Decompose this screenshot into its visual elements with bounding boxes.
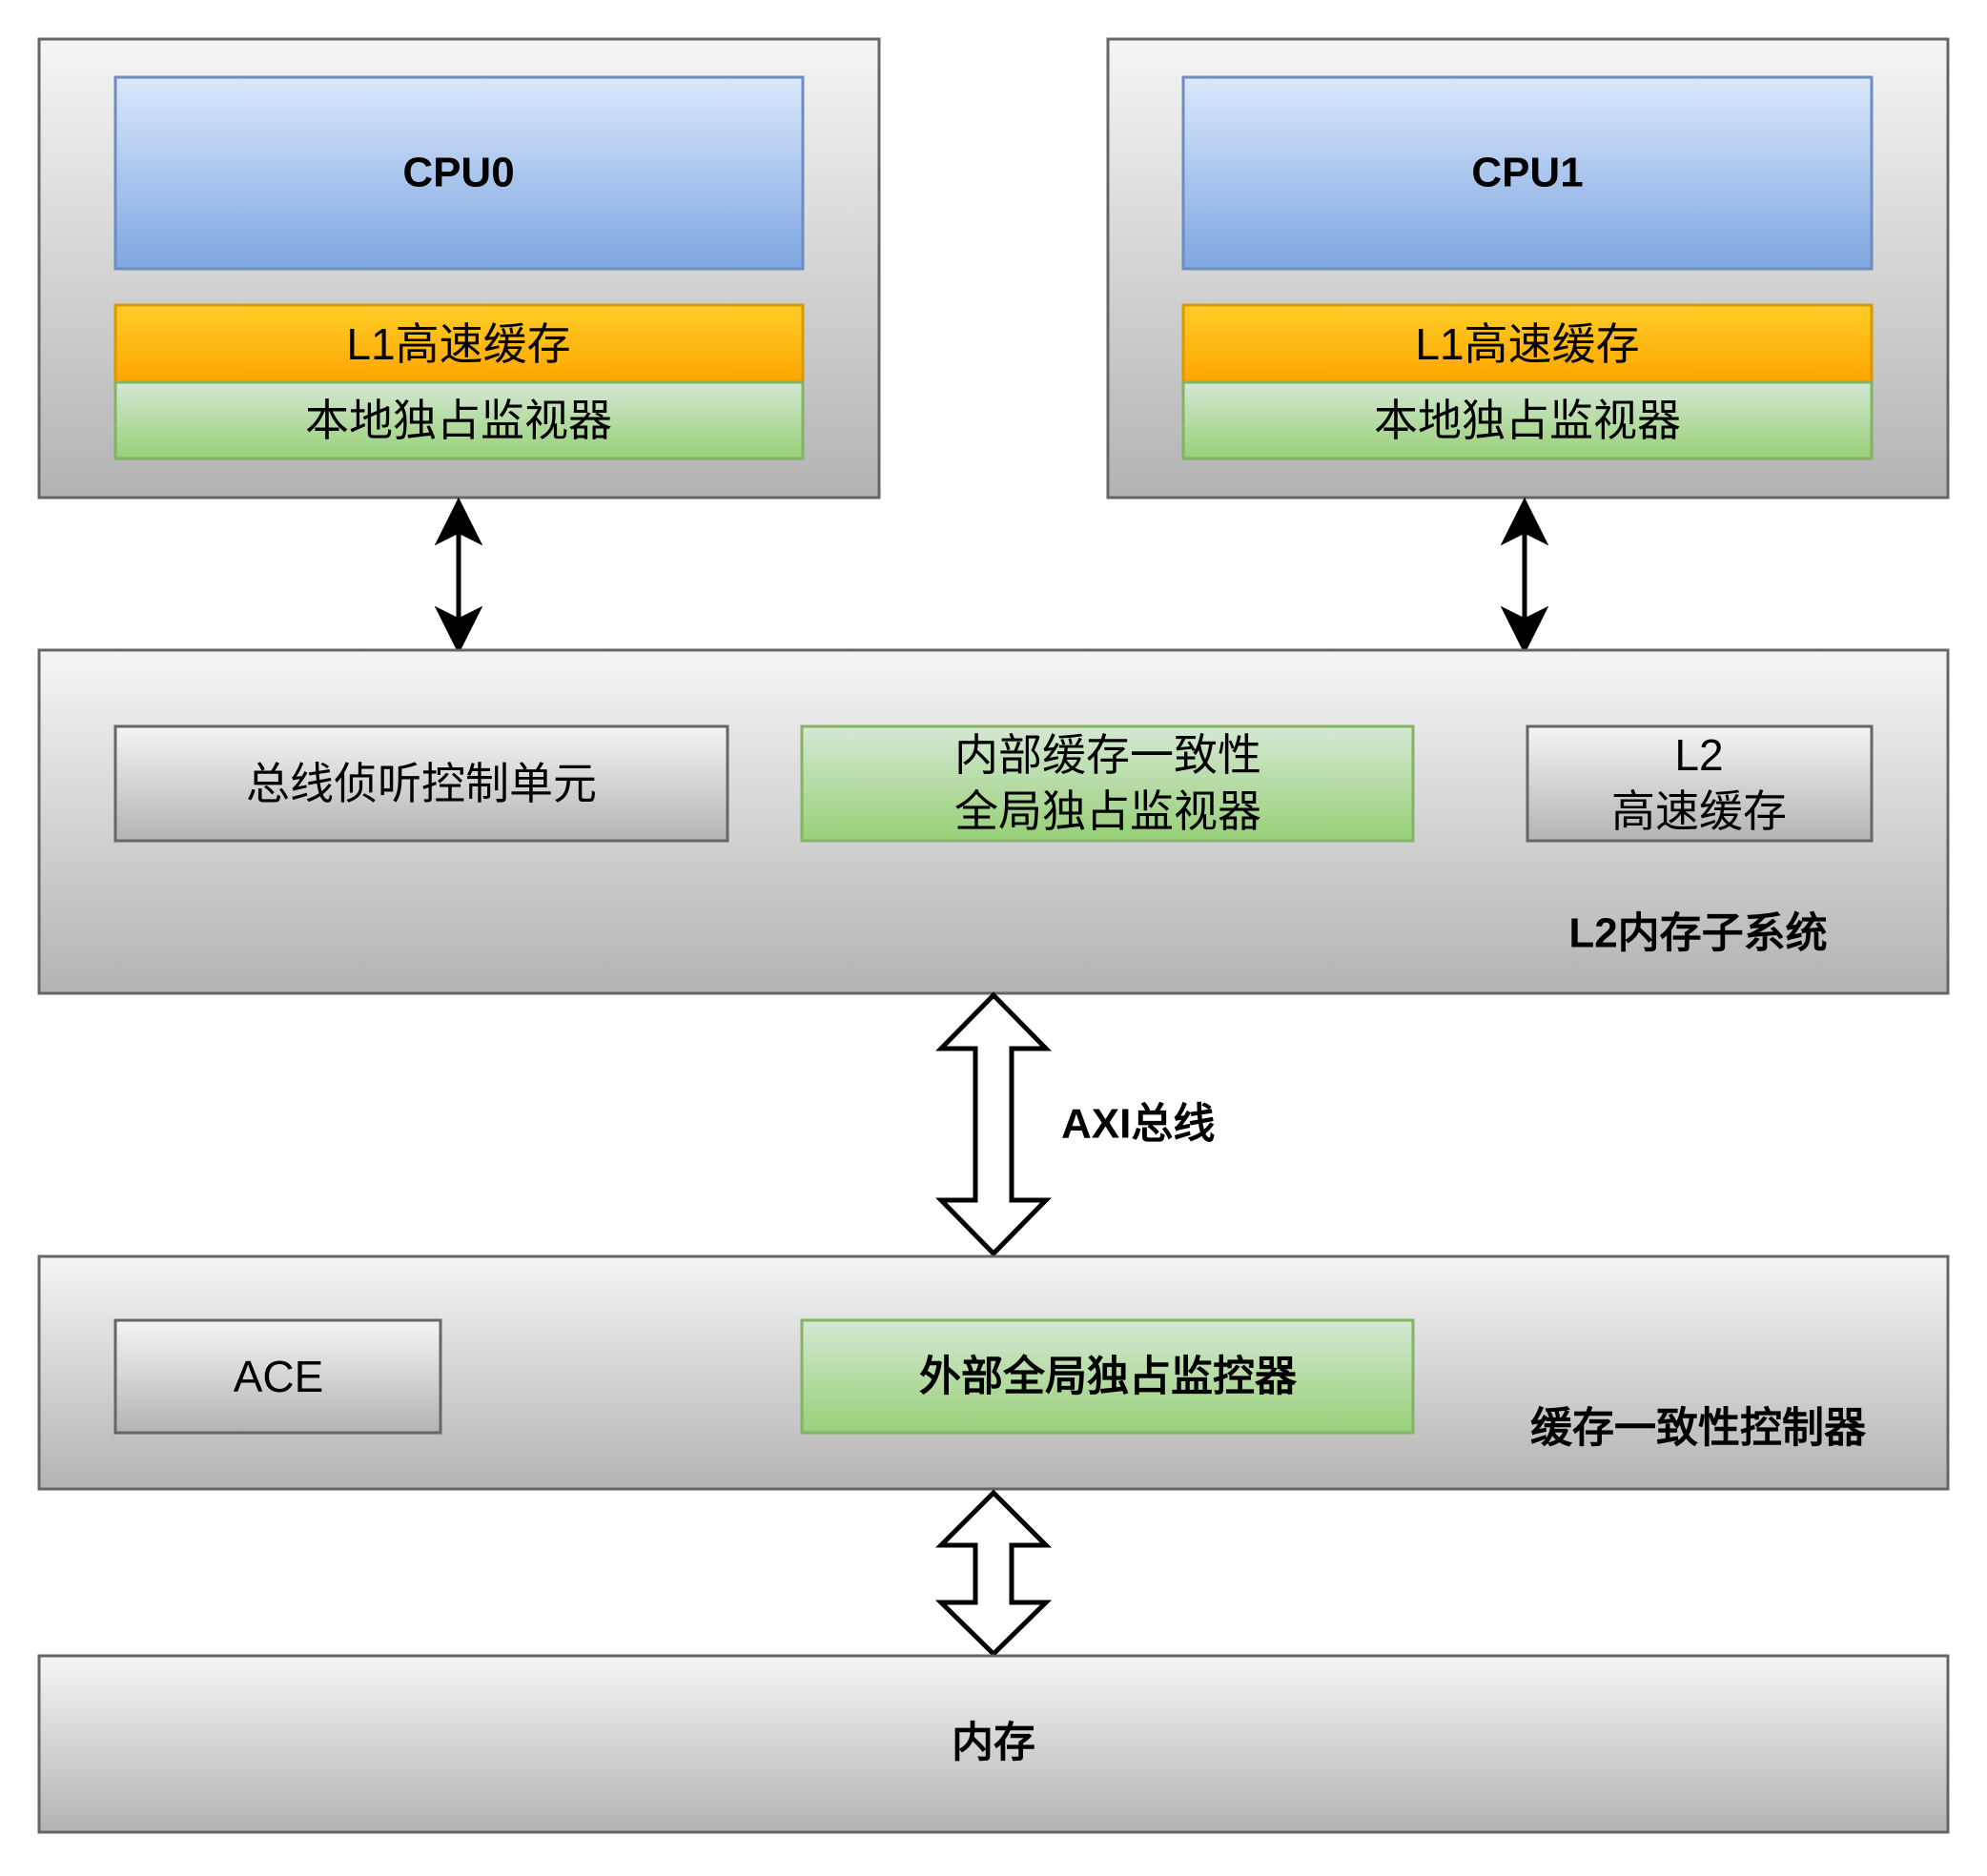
l2-cache-box (1526, 724, 1874, 843)
memory-container (37, 1654, 1950, 1834)
cpu1-cluster: CPU1 L1高速缓存 本地独占监视器 (1106, 37, 1950, 500)
ace-label: ACE (234, 1352, 324, 1401)
l2-cache-line1: L2 (1674, 730, 1723, 780)
cpu1-local-monitor-box (1181, 380, 1874, 460)
snoop-control-unit-box (113, 724, 729, 843)
cpu0-local-monitor-label: 本地独占监视器 (305, 396, 612, 445)
external-global-monitor-label: 外部全局独占监控器 (919, 1353, 1298, 1400)
cpu0-l1-cache-box (113, 303, 805, 384)
cpu1-local-monitor-label: 本地独占监视器 (1374, 396, 1681, 445)
cpu0-cluster: CPU0 L1高速缓存 本地独占监视器 (37, 37, 881, 500)
l2-cache-line2: 高速缓存 (1611, 786, 1787, 836)
axi-bus-arrow (935, 991, 1052, 1257)
cpu1-l2-arrow (1500, 497, 1549, 655)
internal-global-monitor-box (800, 724, 1415, 843)
cpu0-l1-cache-label: L1高速缓存 (346, 319, 570, 369)
memory: 内存 (37, 1654, 1950, 1834)
cpu0-core-box (113, 75, 805, 271)
l2-memory-subsystem: 总线侦听控制单元 内部缓存一致性 全局独占监视器 L2 高速缓存 L2内存子系统 (37, 648, 1950, 995)
internal-global-monitor-line1: 内部缓存一致性 (954, 730, 1261, 780)
snoop-control-unit-label: 总线侦听控制单元 (246, 759, 597, 808)
cpu1-core-box (1181, 75, 1874, 271)
cpu0-local-monitor-box (113, 380, 805, 460)
coherence-controller-title: 缓存一致性控制器 (1530, 1405, 1867, 1452)
cpu1-l1-cache-label: L1高速缓存 (1415, 319, 1639, 369)
cache-coherence-controller: ACE 外部全局独占监控器 缓存一致性控制器 (37, 1254, 1950, 1491)
cpu0-label: CPU0 (402, 150, 514, 196)
cpu1-label: CPU1 (1471, 150, 1583, 196)
external-global-monitor-box (800, 1318, 1415, 1435)
internal-global-monitor-line2: 全局独占监视器 (954, 786, 1261, 836)
ace-box (113, 1318, 442, 1435)
memory-bus-arrow (934, 1489, 1053, 1658)
l2-subsystem-title: L2内存子系统 (1568, 910, 1827, 957)
cpu0-l2-arrow (434, 497, 483, 655)
axi-bus-label: AXI总线 (1061, 1101, 1215, 1148)
memory-label: 内存 (952, 1720, 1035, 1766)
